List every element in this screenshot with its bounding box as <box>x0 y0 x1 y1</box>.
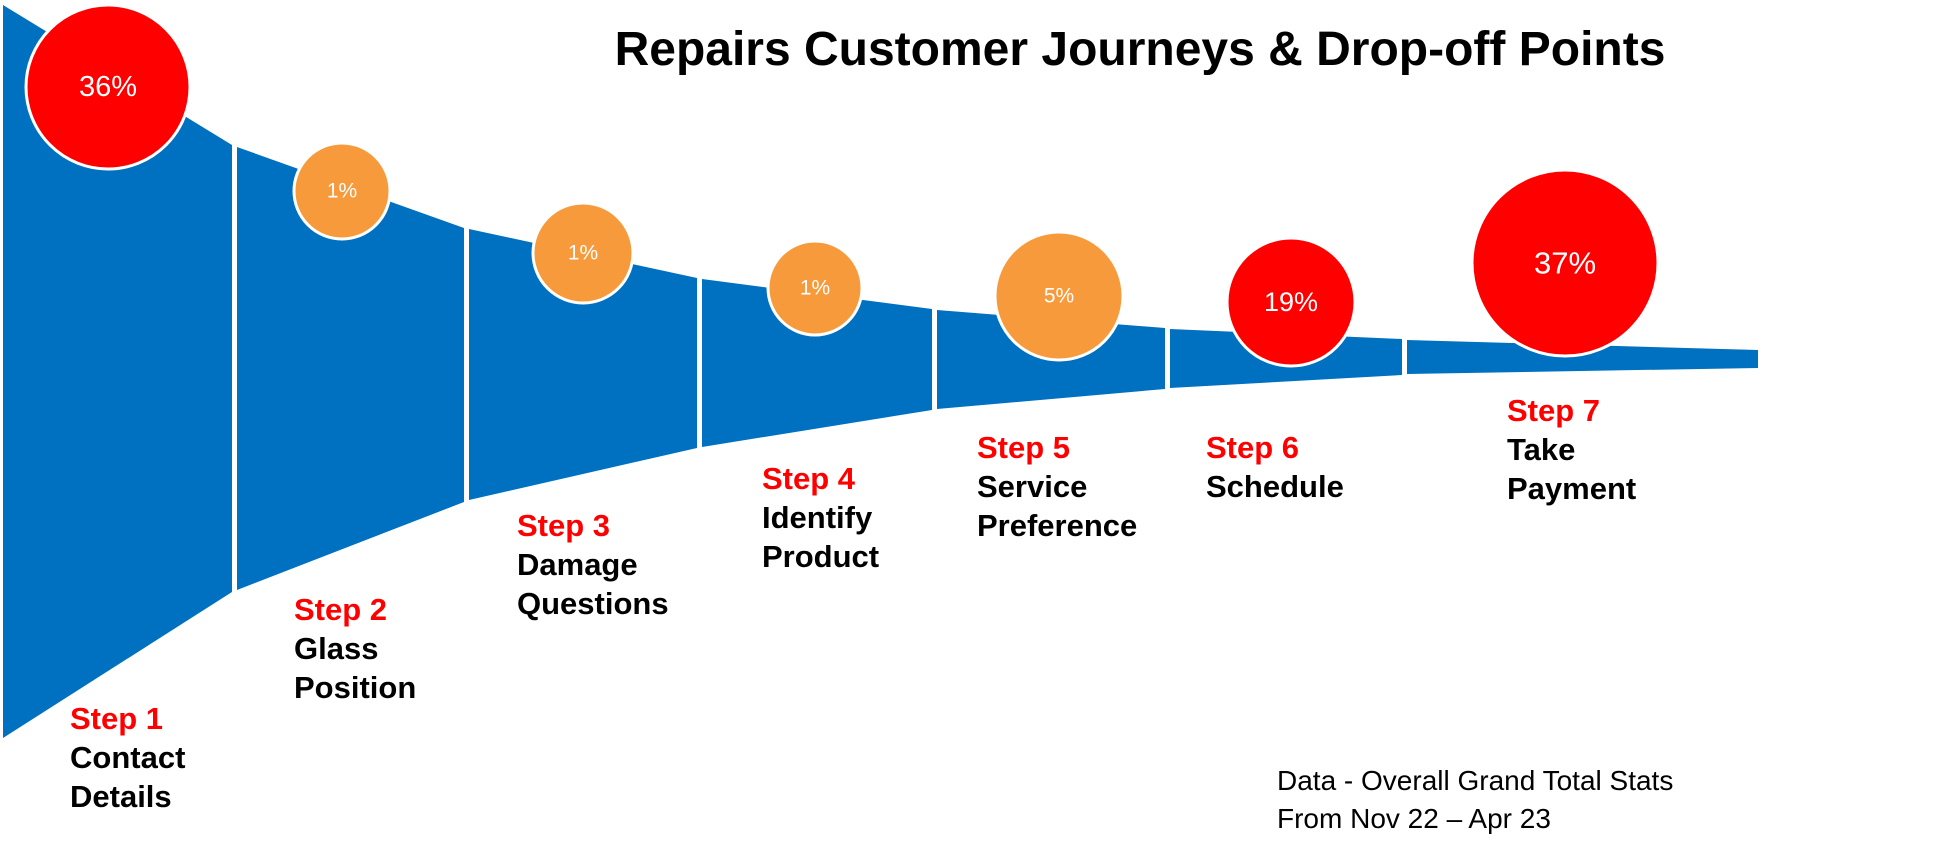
dropoff-percent-label: 1% <box>568 242 598 265</box>
step-name-line: Payment <box>1507 471 1637 506</box>
dropoff-circle <box>766 239 864 337</box>
step-number: Step 2 <box>294 592 388 627</box>
step-number: Step 3 <box>517 508 611 543</box>
dropoff-percent-label: 19% <box>1264 287 1318 317</box>
step-label-1: Step 1 Contact Details <box>70 699 185 816</box>
dropoff-circle <box>1225 236 1357 368</box>
step-number: Step 4 <box>762 461 856 496</box>
step-name-line: Damage <box>517 547 638 582</box>
dropoff-circle <box>24 3 192 171</box>
dropoff-circle <box>531 201 635 305</box>
funnel-segment-step-1 <box>3 5 232 738</box>
funnel-segment-step-7 <box>1407 340 1758 374</box>
dropoff-percent-label: 1% <box>800 277 830 300</box>
step-name-line: Position <box>294 670 417 705</box>
dropoff-circle <box>292 141 392 241</box>
date-range-line: From Nov 22 – Apr 23 <box>1277 803 1551 834</box>
step-label-2: Step 2 Glass Position <box>294 590 416 707</box>
step-label-7: Step 7 Take Payment <box>1507 391 1636 508</box>
dropoff-bubble-step-3: 1% <box>531 201 635 305</box>
funnel-segment-step-2 <box>237 147 464 590</box>
funnel-segment-step-3 <box>469 229 697 500</box>
step-label-6: Step 6 Schedule <box>1206 428 1344 506</box>
dropoff-percent-label: 37% <box>1534 246 1596 281</box>
dropoff-percent-label: 36% <box>79 71 137 103</box>
dropoff-bubble-step-5: 5% <box>993 230 1125 362</box>
step-name-line: Service <box>977 469 1088 504</box>
step-label-5: Step 5 Service Preference <box>977 428 1137 545</box>
step-name-line: Product <box>762 539 880 574</box>
step-number: Step 1 <box>70 701 164 736</box>
dropoff-percent-label: 5% <box>1044 285 1074 308</box>
dropoff-circle <box>1470 168 1660 358</box>
dropoff-circle <box>993 230 1125 362</box>
dropoff-bubble-step-4: 1% <box>766 239 864 337</box>
funnel-segment-step-4 <box>702 279 932 447</box>
dropoff-percent-label: 1% <box>327 180 357 203</box>
page-title: Repairs Customer Journeys & Drop-off Poi… <box>614 23 1666 76</box>
data-source-line: Data - Overall Grand Total Stats <box>1277 765 1674 796</box>
step-name-line: Questions <box>517 586 669 621</box>
step-number: Step 6 <box>1206 430 1300 465</box>
step-name-line: Glass <box>294 631 379 666</box>
step-number: Step 7 <box>1507 393 1601 428</box>
data-source-note: Data - Overall Grand Total Stats From No… <box>1277 762 1673 838</box>
dropoff-bubble-step-2: 1% <box>292 141 392 241</box>
step-name-line: Take <box>1507 432 1576 467</box>
step-name-line: Preference <box>977 508 1138 543</box>
dropoff-bubble-step-6: 19% <box>1225 236 1357 368</box>
dropoff-bubble-step-1: 36% <box>24 3 192 171</box>
step-name-line: Identify <box>762 500 873 535</box>
step-name-line: Contact <box>70 740 186 775</box>
step-label-3: Step 3 Damage Questions <box>517 506 669 623</box>
step-name-line: Schedule <box>1206 469 1344 504</box>
step-number: Step 5 <box>977 430 1071 465</box>
step-name-line: Details <box>70 779 172 814</box>
step-label-4: Step 4 Identify Product <box>762 459 879 576</box>
dropoff-bubble-step-7: 37% <box>1470 168 1660 358</box>
